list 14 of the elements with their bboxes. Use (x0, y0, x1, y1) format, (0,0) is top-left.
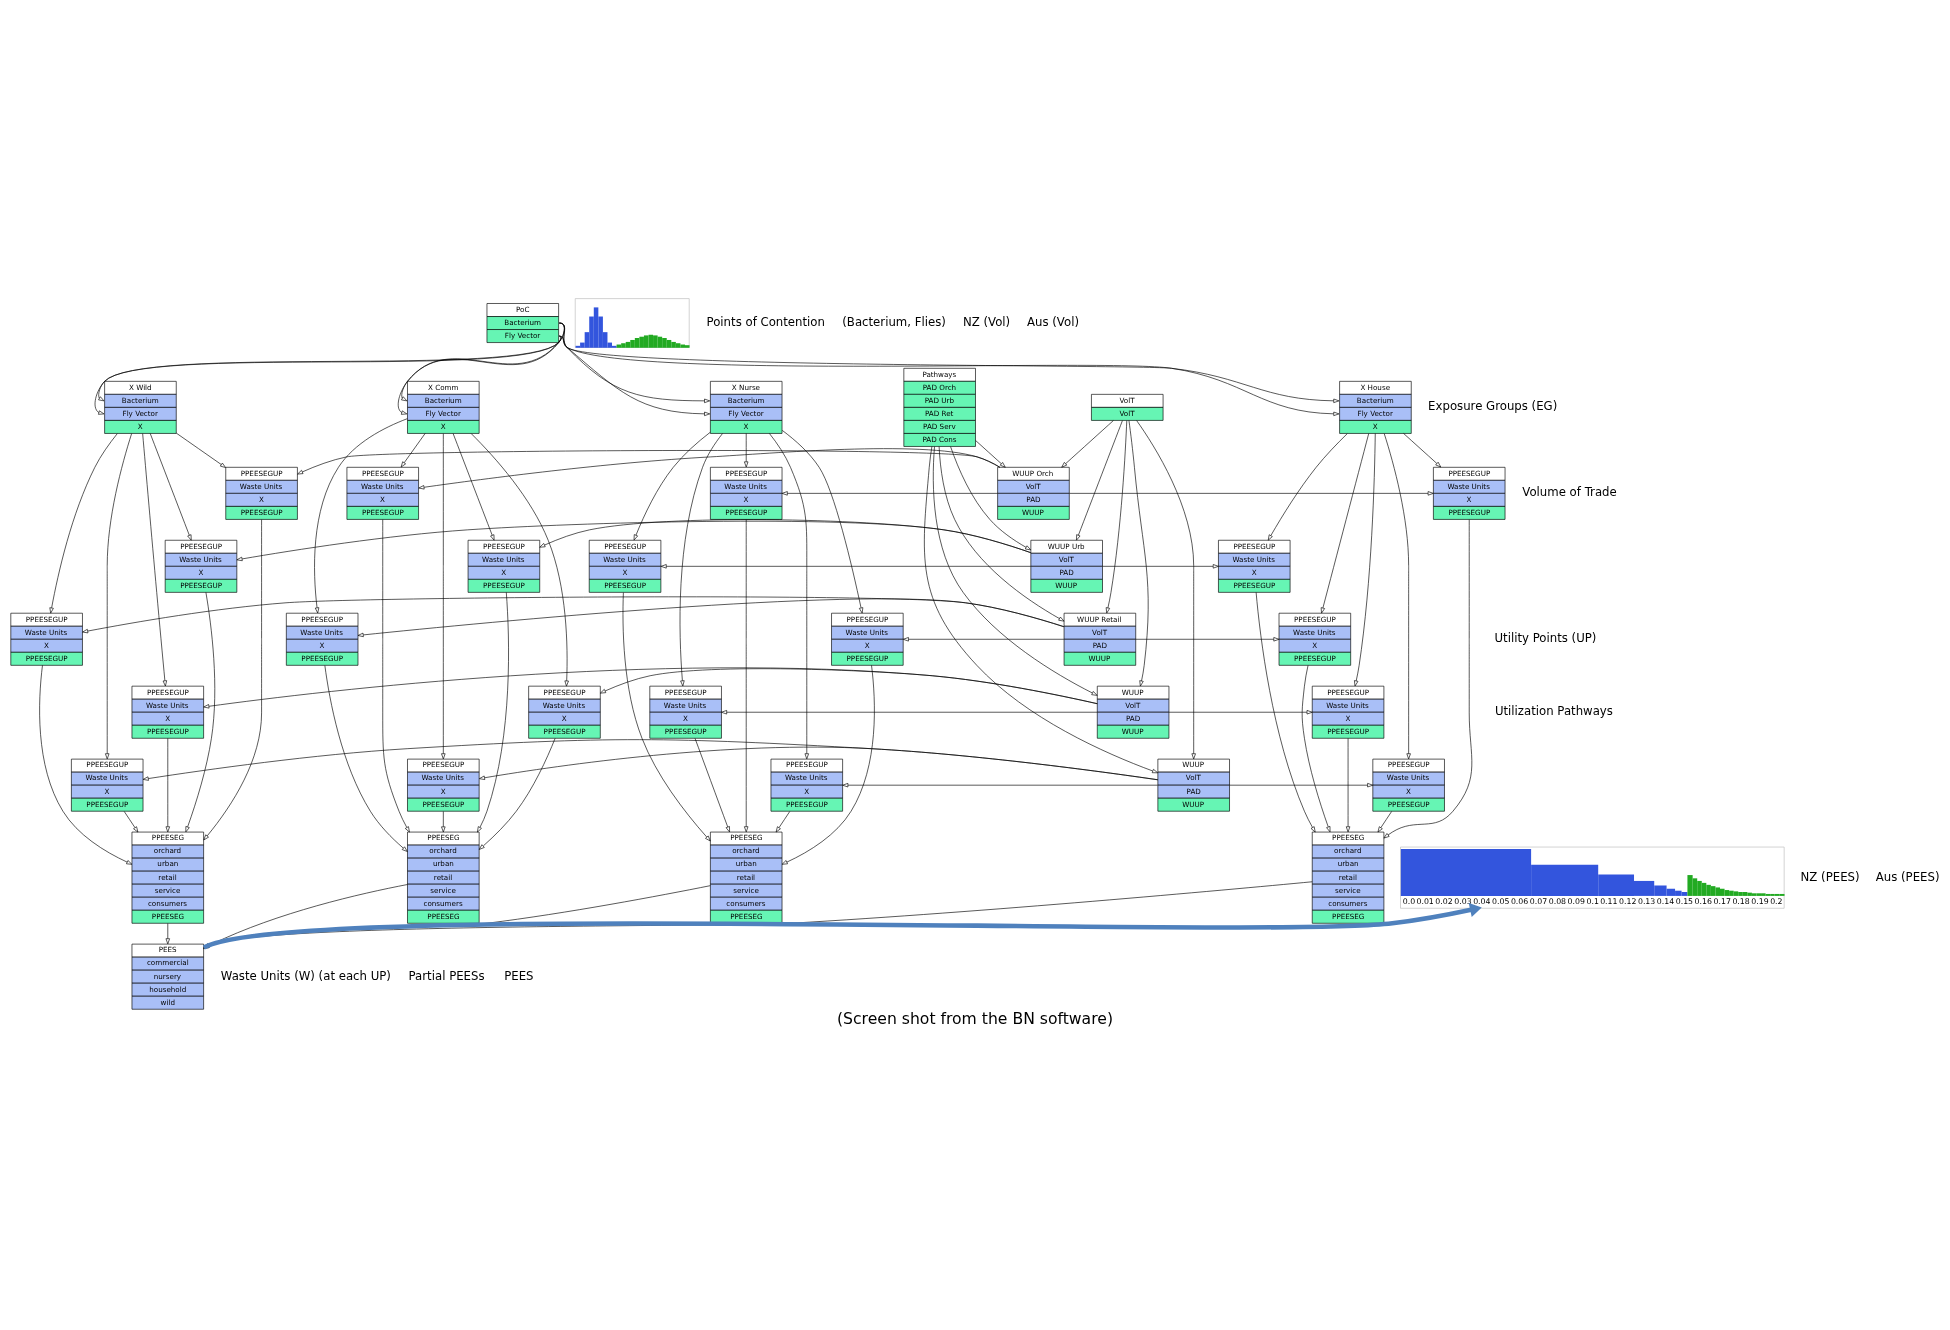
label: Partial PEESs (408, 968, 485, 983)
label: Utilization Pathways (1494, 704, 1613, 719)
label: Aus (Vol) (1027, 314, 1079, 329)
label: Waste Units (W) (at each UP) (220, 968, 391, 983)
label: (Bacterium, Flies) (842, 314, 946, 329)
label: Volume of Trade (1522, 485, 1617, 500)
label: Exposure Groups (EG) (1428, 399, 1558, 414)
label: Aus (PEES) (1875, 869, 1940, 884)
label: NZ (Vol) (962, 314, 1011, 329)
label: Utility Points (UP) (1494, 631, 1597, 646)
caption: (Screen shot from the BN software) (837, 1009, 1113, 1029)
label: NZ (PEES) (1800, 869, 1860, 884)
label: Points of Contention (706, 314, 825, 329)
label: PEES (504, 968, 534, 983)
